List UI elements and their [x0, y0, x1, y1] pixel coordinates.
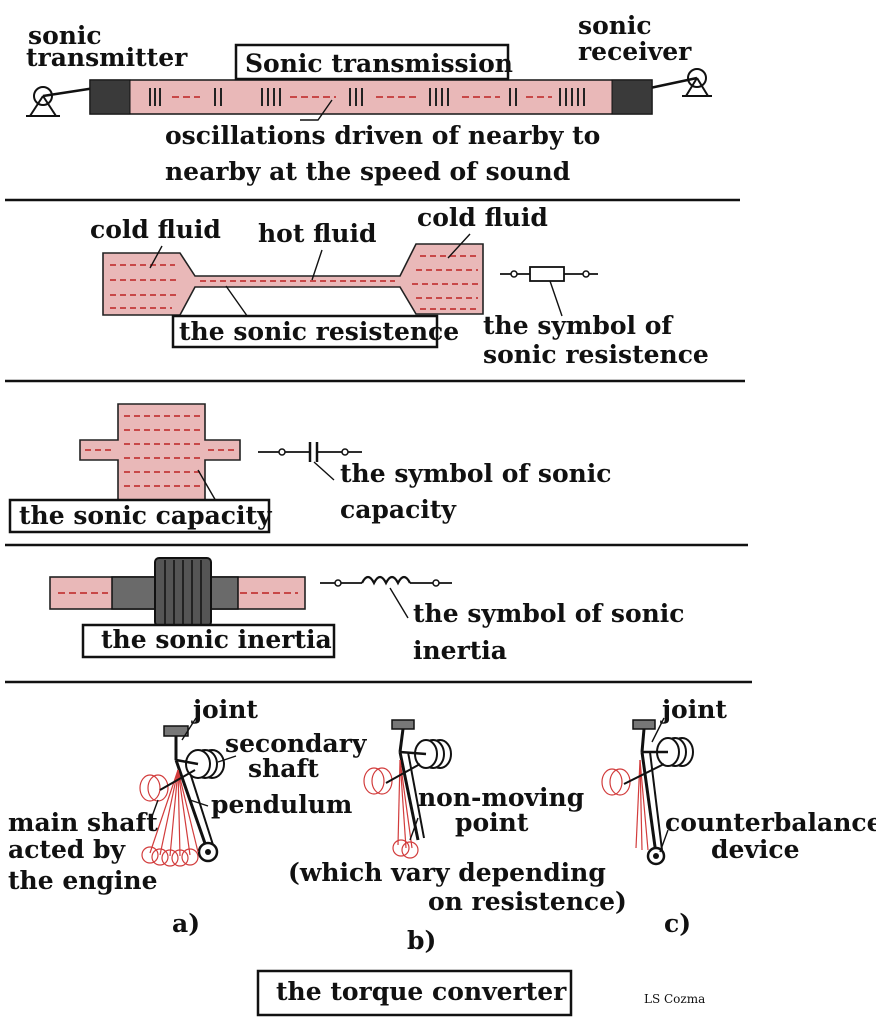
resistor-symbol-leader	[549, 280, 563, 317]
inductor-symbol	[320, 575, 452, 587]
transmission-leader	[300, 99, 333, 121]
resistance-title-box	[171, 314, 439, 349]
capacity-vessel	[79, 403, 241, 501]
joint-c-label: joint	[660, 695, 727, 724]
label-a: a)	[172, 909, 200, 938]
capacitor-symbol	[258, 442, 362, 462]
secondary-shaft-line2: shaft	[248, 754, 319, 783]
cold-fluid-left-label: cold fluid	[90, 215, 221, 244]
capacity-symbol-line2: capacity	[340, 495, 457, 524]
secondary-shaft-line1: secondary	[225, 729, 368, 758]
transmitter-label-line2: transmitter	[26, 43, 188, 72]
hot-fluid-leader	[311, 249, 323, 281]
receiver-support	[649, 68, 712, 97]
joint-c-leader	[651, 717, 665, 743]
joint-a-label: joint	[191, 695, 258, 724]
main-shaft-line1: main shaft	[8, 808, 158, 837]
capacity-title-box	[8, 498, 271, 534]
sonic-resistance-section: cold fluid hot fluid cold fluid the soni…	[90, 203, 709, 369]
capacitor-symbol-leader	[313, 461, 335, 481]
sonic-capacity-section: the sonic capacity the symbol of sonic c…	[8, 403, 612, 534]
mechanism-a	[139, 725, 225, 867]
inertia-title: the sonic inertia	[101, 625, 332, 654]
vary-line2: on resistence)	[428, 887, 627, 916]
main-shaft-line3: the engine	[8, 866, 157, 895]
transmitter-label-line1: sonic	[28, 21, 102, 50]
inertia-plunger-right	[207, 576, 239, 610]
sonic-transmission-section: sonic transmitter sonic receiver Sonic t…	[26, 11, 712, 186]
cold-left-leader	[149, 245, 163, 269]
resistance-leader	[225, 285, 251, 321]
transmission-title: Sonic transmission	[245, 49, 513, 78]
resistance-title: the sonic resistence	[179, 317, 459, 346]
counterbalance-line2: device	[711, 835, 800, 864]
transmission-pipe	[89, 79, 653, 115]
capacity-symbol-line1: the symbol of sonic	[340, 459, 612, 488]
pendulum-leader	[189, 799, 209, 807]
nonmoving-leader	[409, 817, 419, 841]
converter-title: the torque converter	[276, 977, 567, 1006]
label-b: b)	[407, 926, 436, 955]
resistance-symbol-line1: the symbol of	[483, 311, 674, 340]
main-shaft-leader	[149, 799, 159, 823]
torque-converter-section: joint secondary shaft pendulum main shaf…	[8, 695, 876, 1017]
sonic-inertia-section: the sonic inertia the symbol of sonic in…	[49, 557, 685, 665]
inertia-title-box	[81, 623, 336, 659]
credit-label: LS Cozma	[644, 992, 705, 1006]
receiver-label-line2: receiver	[578, 37, 692, 66]
converter-title-box	[256, 969, 573, 1017]
joint-a-leader	[181, 717, 197, 741]
inertia-symbol-line1: the symbol of sonic	[413, 599, 685, 628]
vary-line1: (which vary depending	[288, 858, 606, 887]
nonmoving-line1: non-moving	[418, 783, 584, 812]
counterbalance-line1: counterbalance	[665, 808, 876, 837]
secondary-leader	[217, 755, 237, 763]
resistance-symbol-line2: sonic resistence	[483, 340, 709, 369]
inertia-plunger-left	[111, 576, 159, 610]
inductor-symbol-leader	[389, 587, 409, 619]
inertia-symbol-line2: inertia	[413, 636, 507, 665]
pendulum-label: pendulum	[211, 790, 352, 819]
main-shaft-line2: acted by	[8, 835, 127, 864]
transmission-title-box	[234, 43, 510, 81]
transmission-desc-line1: oscillations driven of nearby to	[165, 121, 600, 150]
transmission-desc-line2: nearby at the speed of sound	[165, 157, 570, 186]
nonmoving-line2: point	[455, 808, 529, 837]
receiver-label-line1: sonic	[578, 11, 652, 40]
mechanism-c	[601, 719, 694, 866]
cold-fluid-right-label: cold fluid	[417, 203, 548, 232]
transmitter-support	[26, 86, 96, 117]
label-c: c)	[664, 909, 691, 938]
resistor-symbol	[500, 266, 598, 282]
hot-fluid-label: hot fluid	[258, 219, 376, 248]
cold-right-leader	[447, 233, 471, 259]
counterbalance-leader	[659, 829, 669, 853]
capacity-title: the sonic capacity	[19, 501, 273, 530]
mechanism-b	[363, 719, 452, 859]
